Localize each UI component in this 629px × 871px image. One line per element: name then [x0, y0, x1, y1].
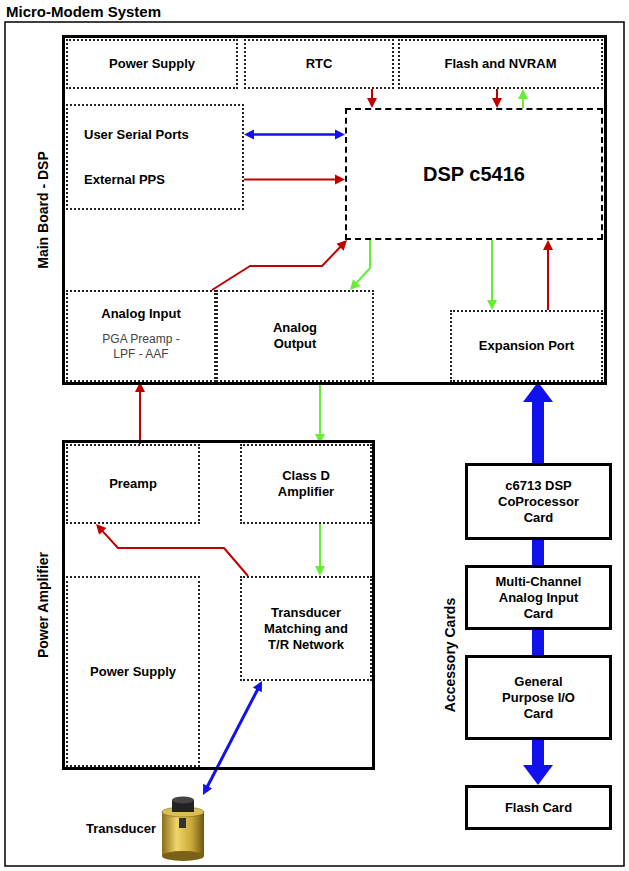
connector	[244, 179, 336, 181]
connector	[532, 540, 544, 565]
node-label: Preamp	[109, 476, 157, 492]
arrow-head	[244, 130, 254, 140]
node-label: Analog Output	[255, 320, 335, 352]
node-label: External PPS	[84, 172, 165, 188]
module-box: Analog InputPGA Preamp - LPF - AAF	[66, 290, 216, 382]
arrow-head	[315, 566, 325, 576]
arrow-head	[335, 130, 345, 140]
arrow-head	[543, 240, 553, 250]
connector	[522, 98, 524, 108]
transducer-body	[162, 812, 204, 856]
connector	[212, 246, 341, 290]
node-label: Power Supply	[109, 56, 195, 72]
diagram-title: Micro-Modem System	[6, 3, 161, 21]
sub-text: PGA Preamp - LPF - AAF	[91, 332, 191, 362]
module-box: Transducer Matching and T/R Network	[240, 576, 372, 681]
arrow-head	[336, 240, 347, 251]
connector	[319, 524, 321, 567]
module-box: RTC	[244, 39, 394, 89]
board-panel: Power AmplifierPreampClass D AmplifierPo…	[62, 440, 375, 770]
connector	[532, 630, 544, 655]
arrow-head	[487, 300, 497, 310]
card-box: c6713 DSP CoProcessor Card	[465, 463, 612, 540]
module-box: Class D Amplifier	[240, 444, 372, 524]
arrow-head	[96, 524, 106, 535]
connector	[547, 249, 549, 310]
module-box: User Serial PortsExternal PPS	[66, 104, 244, 210]
module-box: Power Supply	[66, 39, 238, 89]
card-box: Multi-Channel Analog Input Card	[465, 565, 612, 630]
node-label: Transducer	[86, 821, 156, 837]
node-label: Expansion Port	[479, 338, 574, 354]
connector	[371, 89, 373, 99]
card-box: Flash Card	[465, 785, 612, 830]
node-label: Flash and NVRAM	[445, 56, 557, 72]
node-label: Analog Input	[101, 306, 180, 322]
connector	[491, 240, 493, 301]
processor-box: DSP c5416	[345, 108, 603, 240]
node-label: RTC	[306, 56, 333, 72]
vertical-heading: Main Board - DSP	[35, 151, 51, 268]
node-label: Flash Card	[505, 800, 572, 816]
node-label: Transducer Matching and T/R Network	[256, 605, 356, 653]
connector	[496, 89, 498, 99]
transducer-node: Transducer	[80, 795, 215, 863]
transducer-cap-top	[172, 797, 194, 804]
arrow-head	[253, 681, 262, 692]
connector	[207, 689, 258, 787]
node-label: DSP c5416	[423, 162, 525, 186]
connector	[102, 531, 248, 576]
vertical-heading: Power Amplifier	[35, 552, 51, 658]
connector	[532, 401, 544, 463]
arrow-head	[335, 175, 345, 185]
arrow-head	[523, 382, 553, 402]
group-label: Accessory Cards	[442, 598, 458, 712]
connector	[319, 382, 321, 435]
board-panel: Main Board - DSPPower SupplyRTCFlash and…	[62, 35, 607, 385]
node-label: Multi-Channel Analog Input Card	[489, 574, 589, 622]
node-label: c6713 DSP CoProcessor Card	[491, 478, 586, 526]
transducer-window	[179, 818, 186, 828]
node-label: General Purpose I/O Card	[499, 674, 579, 722]
card-box: General Purpose I/O Card	[465, 655, 612, 740]
connector	[253, 133, 336, 136]
arrow-head	[350, 279, 360, 290]
transducer-base	[162, 851, 204, 861]
connector	[139, 391, 141, 444]
node-label: User Serial Ports	[84, 127, 189, 143]
module-box: Analog Output	[216, 290, 374, 382]
arrow-head	[367, 98, 377, 108]
module-box: Expansion Port	[450, 310, 603, 382]
outer-frame	[5, 22, 624, 866]
connector	[532, 740, 544, 766]
arrow-head	[203, 784, 212, 795]
module-box: Power Supply	[66, 576, 200, 767]
connector	[356, 240, 370, 283]
node-label: Power Supply	[90, 664, 176, 680]
arrow-head	[523, 765, 553, 785]
transducer-figure	[162, 797, 204, 862]
arrow-head	[518, 89, 528, 99]
module-box: Flash and NVRAM	[398, 39, 603, 89]
arrow-head	[492, 98, 502, 108]
node-label: Class D Amplifier	[261, 468, 351, 500]
module-box: Preamp	[66, 444, 200, 524]
